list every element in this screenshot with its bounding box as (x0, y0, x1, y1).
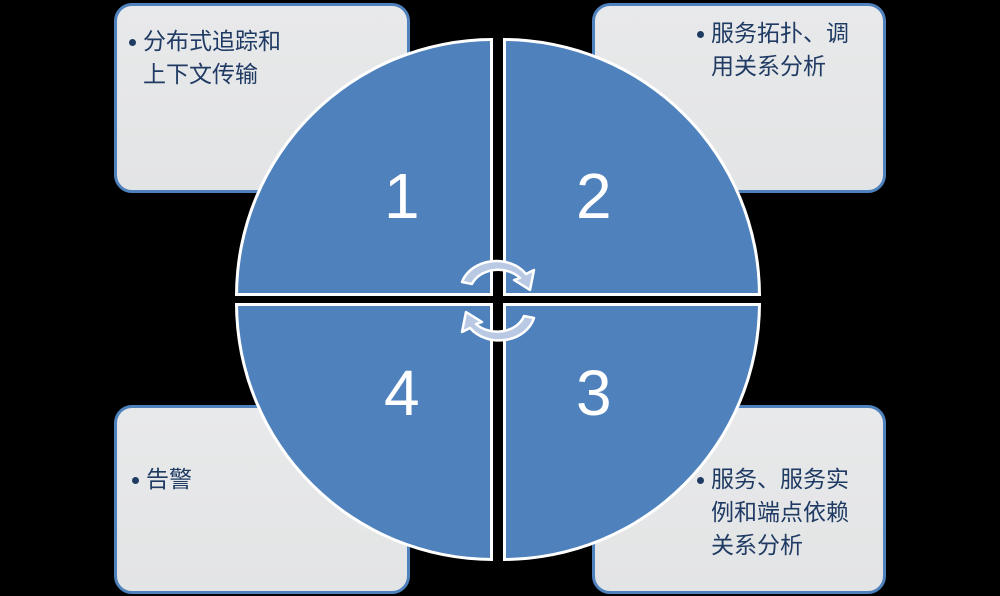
bullet-icon (697, 477, 704, 484)
bullet-item-1: 分布式追踪和 上下文传输 (129, 26, 281, 92)
box-3-text: 服务、服务实 例和端点依赖 关系分析 (711, 467, 849, 559)
quadrant-3-number: 3 (576, 357, 612, 429)
quadrant-2-number: 2 (576, 160, 612, 232)
bullet-icon (697, 31, 704, 38)
bullet-item-3: 服务、服务实 例和端点依赖 关系分析 (697, 464, 877, 563)
box-1-text: 分布式追踪和 上下文传输 (143, 29, 281, 88)
bullet-icon (132, 477, 139, 484)
box-4-text: 告警 (146, 467, 192, 493)
quadrant-1-number: 1 (384, 160, 420, 232)
bullet-item-4: 告警 (132, 464, 192, 497)
box-2-text: 服务拓扑、调 用关系分析 (711, 21, 849, 80)
bullet-icon (129, 39, 136, 46)
bullet-item-2: 服务拓扑、调 用关系分析 (697, 18, 877, 84)
quadrant-4-number: 4 (384, 357, 420, 429)
